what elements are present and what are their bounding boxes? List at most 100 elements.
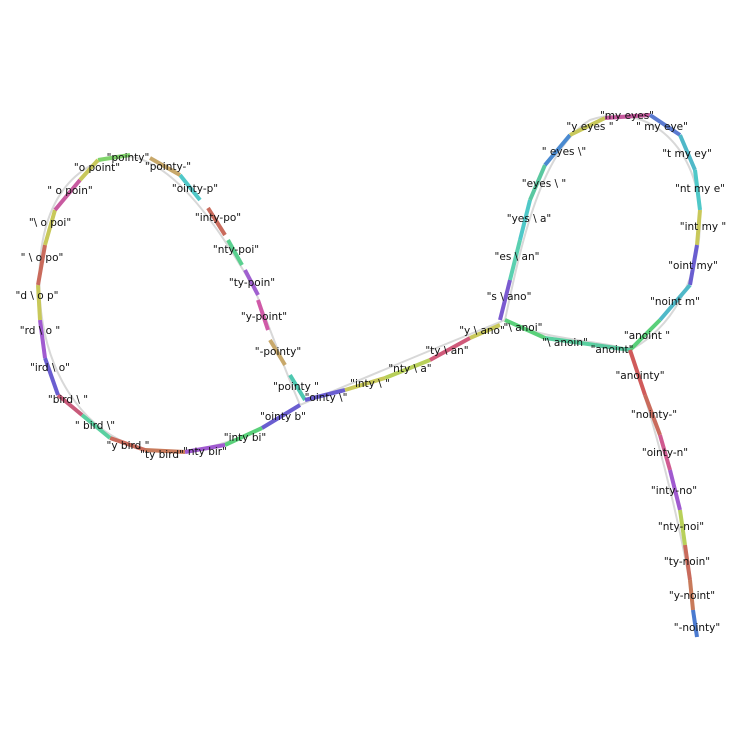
- segment-label: "pointy ": [273, 381, 319, 393]
- segment-label: "nty-noi": [658, 521, 704, 533]
- segment-label: "\ anoin": [542, 337, 588, 349]
- segment-label: "ty \ an": [425, 345, 468, 357]
- segment-label: "inty bi": [224, 432, 266, 444]
- path-segment: [658, 283, 692, 322]
- path-segment: [304, 388, 346, 402]
- segment-label: "ty bird": [140, 449, 184, 461]
- segment-label: "o point": [74, 162, 120, 174]
- segment-label: "d \ o p": [16, 290, 59, 302]
- segment-label: " eyes \": [542, 146, 586, 158]
- path-segment: [224, 426, 263, 447]
- segment-label: "nty-poi": [213, 244, 259, 256]
- segment-label: " my eye": [636, 121, 688, 133]
- segment-label: "es \ an": [495, 251, 540, 263]
- path-segment: [43, 357, 60, 396]
- segment-label: "inty-no": [651, 485, 697, 497]
- path-segment: [668, 469, 682, 511]
- segment-label: "int my ": [680, 221, 726, 233]
- segment-label: "ointy b": [260, 411, 306, 423]
- segment-label: "oint my": [668, 260, 718, 272]
- curve-layer: [36, 113, 702, 638]
- segment-label: "anoint ": [624, 330, 670, 342]
- path-segment: [693, 169, 702, 211]
- path-segment: [43, 209, 57, 246]
- path-segment: [109, 436, 146, 452]
- path-segment: [38, 319, 47, 359]
- segment-label: "nt my e": [675, 183, 725, 195]
- path-segment: [543, 133, 572, 167]
- path-segment: [78, 158, 100, 182]
- path-segment: [429, 336, 471, 362]
- path-segment: [683, 544, 692, 581]
- path-segment: [498, 279, 512, 321]
- segment-label: "my eyes": [600, 110, 654, 122]
- segment-label: "ird \ o": [30, 362, 70, 374]
- segment-label: "anointy": [615, 370, 664, 382]
- segment-label: "y-point": [241, 311, 287, 323]
- path-segment: [695, 209, 702, 246]
- segment-label: "rd \ o ": [20, 325, 60, 337]
- path-segment: [504, 318, 546, 340]
- segment-label: "pointy": [107, 152, 150, 164]
- path-segment: [544, 336, 596, 347]
- segment-label: " \ o po": [21, 252, 64, 264]
- path-segment: [206, 206, 227, 237]
- path-segment: [80, 413, 112, 440]
- path-segment: [628, 349, 647, 396]
- path-segment: [658, 434, 672, 471]
- path-segment: [594, 343, 631, 352]
- segment-label: "nty bir": [183, 446, 227, 458]
- segment-label: "-pointy": [255, 346, 301, 358]
- segment-label: "\ anoi": [504, 322, 543, 334]
- segment-label: "ointy-p": [172, 183, 218, 195]
- segment-label: "bird \ ": [48, 394, 88, 406]
- segment-label: "inty \ ": [350, 378, 390, 390]
- path-segment: [97, 153, 131, 162]
- path-segment: [268, 338, 287, 367]
- path-segment: [243, 269, 260, 296]
- segment-label: "nty \ a": [388, 363, 431, 375]
- segment-label: "t my ey": [662, 148, 712, 160]
- segment-label: "inty-po": [195, 212, 241, 224]
- segment-label: "ty-poin": [229, 277, 275, 289]
- path-segment: [149, 156, 181, 177]
- segment-label: "nointy-": [631, 409, 677, 421]
- path-segment: [36, 284, 42, 321]
- path-segment: [648, 113, 682, 137]
- path-curve: [38, 114, 702, 638]
- segment-label: "ointy \": [305, 392, 348, 404]
- path-segment: [36, 244, 47, 286]
- path-segment: [260, 403, 302, 430]
- path-segment: [178, 173, 202, 202]
- path-segment: [288, 373, 307, 402]
- path-segment: [184, 443, 226, 454]
- path-segment: [384, 358, 431, 380]
- segment-label: "ointy-n": [642, 447, 688, 459]
- segment-label: "y eyes ": [566, 121, 613, 133]
- path-segment: [628, 318, 662, 352]
- segment-label: "y bird ": [107, 440, 150, 452]
- segment-label: "pointy-": [145, 161, 191, 173]
- segment-label: "ty-noin": [664, 556, 710, 568]
- path-segment: [643, 394, 662, 436]
- segment-label: "yes \ a": [507, 213, 551, 225]
- segment-label: "s \ ano": [487, 291, 532, 303]
- path-segment: [53, 178, 82, 212]
- segment-label: "-nointy": [674, 622, 720, 634]
- path-segment: [604, 113, 651, 120]
- path-segment: [678, 509, 687, 546]
- path-segment: [469, 323, 501, 340]
- path-segment: [344, 376, 386, 392]
- path-segment: [226, 239, 244, 266]
- segment-label: "y-noint": [669, 590, 715, 602]
- segment-label: "noint m": [650, 296, 700, 308]
- label-layer: "pointy" "ointy-p" "inty-po" "nty-poi" "ty-p…: [16, 110, 727, 634]
- path-segment: [518, 199, 532, 241]
- segment-label: "anoint": [591, 344, 634, 356]
- path-segment: [691, 609, 699, 638]
- segment-label: "eyes \ ": [522, 178, 566, 190]
- path-segment: [678, 134, 697, 171]
- path-segment: [528, 164, 547, 201]
- path-segment: [569, 116, 606, 137]
